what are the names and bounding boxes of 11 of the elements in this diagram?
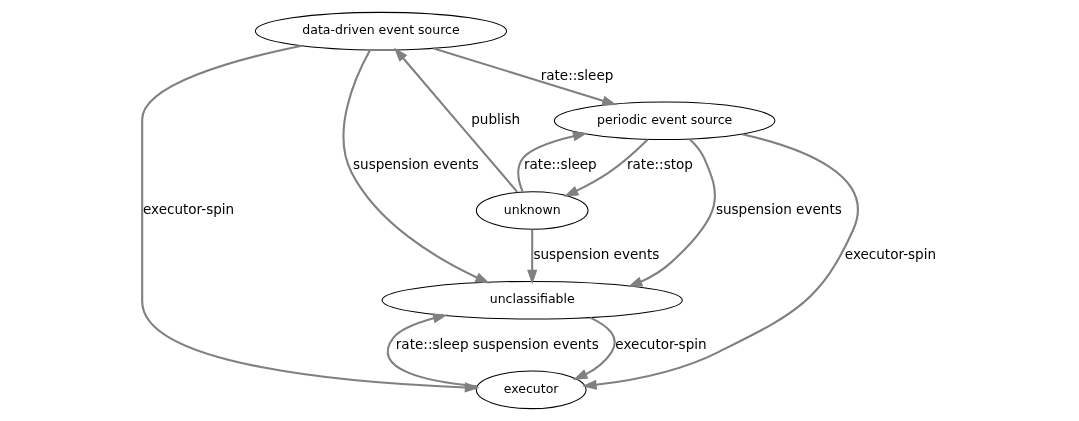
edge-label: executor-spin	[142, 201, 235, 218]
edge-label: suspension events	[533, 245, 660, 262]
edge-label: rate::stop	[627, 156, 693, 173]
edge-label: rate::sleep suspension events	[395, 335, 599, 352]
edge-label: suspension events	[352, 156, 479, 173]
edge-label: executor-spin	[615, 335, 707, 352]
edge-label: rate::sleep	[523, 156, 597, 173]
edge-label: executor-spin	[844, 245, 937, 262]
edge-label: publish	[471, 111, 521, 128]
edge-label: rate::sleep	[540, 66, 614, 83]
edge-label: suspension events	[715, 201, 842, 218]
